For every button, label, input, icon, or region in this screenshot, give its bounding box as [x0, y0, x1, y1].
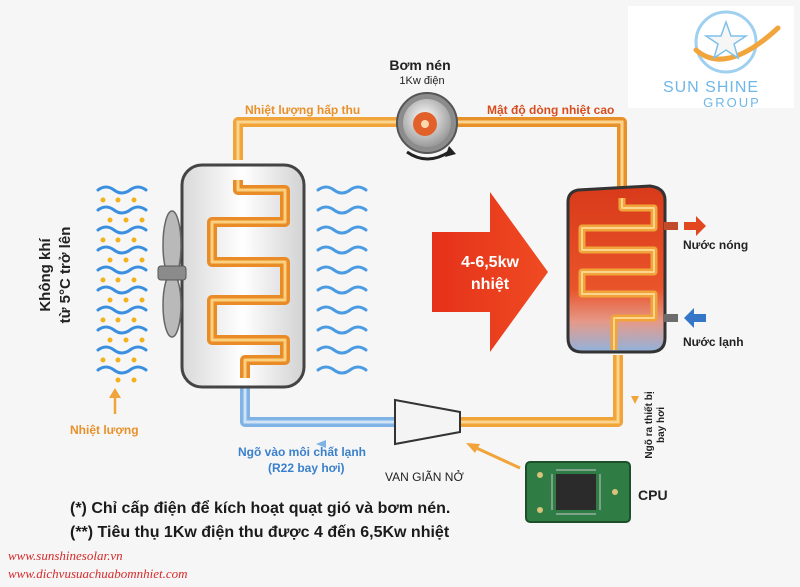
- hot-water-label: Nước nóng: [683, 238, 748, 252]
- water-tank: [566, 184, 678, 354]
- heat-output-value: 4-6,5kw: [461, 254, 519, 271]
- brand-logo: SUN SHINE GROUP: [628, 6, 794, 108]
- heat-dots: [100, 197, 145, 383]
- flow-arrow-refrigerant-in: [316, 440, 326, 448]
- compressor-icon: [396, 92, 458, 161]
- hot-pipe-top: [233, 117, 627, 205]
- outgoing-air-waves: [316, 185, 368, 375]
- sun-shine-logo-icon: SUN SHINE GROUP: [663, 10, 781, 108]
- heat-amount-arrow: [109, 388, 121, 414]
- website-link-1[interactable]: www.sunshinesolar.vn: [8, 548, 123, 563]
- brand-line1: SUN SHINE: [663, 79, 759, 96]
- brand-line2: GROUP: [703, 95, 761, 108]
- fan-icon: [157, 210, 187, 338]
- compressor-power: 1Kw điện: [399, 75, 444, 87]
- compressor-title: Bơm nén: [389, 57, 450, 73]
- cold-water-label: Nước lạnh: [683, 335, 744, 349]
- heat-amount-label: Nhiệt lượng: [70, 423, 139, 437]
- footnote-1: (*) Chỉ cấp điện để kích hoạt quạt gió v…: [70, 500, 451, 517]
- cpu-board: [525, 461, 631, 523]
- cold-water-arrow-icon: [684, 308, 706, 328]
- refrigerant-in-label-line2: (R22 bay hơi): [268, 461, 345, 475]
- cold-pipe-bottom: [240, 355, 623, 427]
- heat-output-arrow: [432, 192, 548, 352]
- cpu-label: CPU: [638, 487, 668, 503]
- incoming-air-waves: [96, 185, 148, 375]
- high-flow-density-label: Mật độ dòng nhiệt cao: [487, 103, 614, 117]
- air-label-line2: từ 5°C trở lên: [57, 227, 74, 324]
- expansion-valve-icon: [394, 398, 461, 446]
- flow-arrow-evap-out: [631, 396, 639, 404]
- footnote-2: (**) Tiêu thụ 1Kw điện thu được 4 đến 6,…: [70, 524, 450, 541]
- expansion-valve-label: VAN GIÃN NỞ: [385, 469, 464, 484]
- hot-water-arrow-icon: [684, 216, 706, 236]
- air-label-line1: Không khí: [37, 238, 54, 312]
- website-link-2[interactable]: www.dichvusuachuabomnhiet.com: [8, 566, 188, 581]
- cpu-signal-arrow: [466, 443, 521, 470]
- refrigerant-in-label-line1: Ngõ vào môi chất lạnh: [238, 445, 366, 459]
- heat-output-unit: nhiệt: [471, 276, 510, 293]
- heat-absorbed-label: Nhiệt lượng hấp thu: [245, 103, 360, 117]
- evap-out-label-line1: Ngõ ra thiết bị: [643, 391, 655, 458]
- evap-out-label-line2: bay hơi: [656, 407, 667, 443]
- evaporator-unit: [180, 163, 306, 389]
